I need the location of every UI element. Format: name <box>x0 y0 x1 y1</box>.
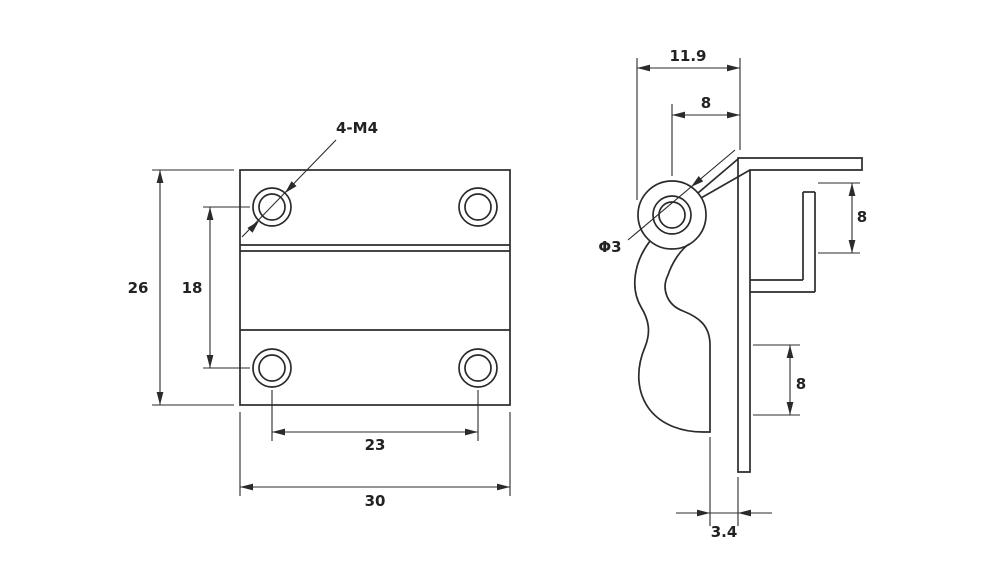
knuckle-connector-lower <box>700 169 751 199</box>
curled-leaf-profile <box>634 240 711 433</box>
label-dim-8-right: 8 <box>857 208 867 226</box>
side-view-dimensions <box>627 58 860 526</box>
label-dim-8-top: 8 <box>701 94 711 112</box>
side-view <box>634 157 863 473</box>
knuckle-connector-upper <box>697 158 739 194</box>
hole-top-left <box>252 187 292 227</box>
inner-flange <box>750 191 816 293</box>
hole-bottom-right-thread-circle <box>458 348 498 388</box>
leader-arrowheads <box>247 175 704 233</box>
hole-top-right <box>458 187 498 227</box>
leader-4m4-arrowhead-lower <box>247 221 259 233</box>
hole-bottom-left <box>252 348 292 388</box>
hole-top-left-thread-circle <box>252 187 292 227</box>
label-dim-18: 18 <box>182 279 203 297</box>
leader-phi3-arrowhead <box>691 175 704 187</box>
label-dim-119: 11.9 <box>669 47 706 65</box>
label-dim-34: 3.4 <box>711 523 738 541</box>
hole-bottom-left-bore-circle <box>258 354 286 382</box>
hole-bottom-right <box>458 348 498 388</box>
label-dim-26: 26 <box>128 279 149 297</box>
knuckle <box>637 180 707 250</box>
front-view-dimensions <box>152 139 511 496</box>
label-dim-23: 23 <box>365 436 386 454</box>
pin-hole-circle <box>658 201 686 229</box>
hole-bottom-left-thread-circle <box>252 348 292 388</box>
label-dim-30: 30 <box>365 492 386 510</box>
hole-top-right-thread-circle <box>458 187 498 227</box>
hole-top-left-bore-circle <box>258 193 286 221</box>
label-phi3: Φ3 <box>598 238 621 256</box>
hole-bottom-right-bore-circle <box>464 354 492 382</box>
knuckle-outer-circle <box>637 180 707 250</box>
label-thread-callout: 4-M4 <box>336 119 378 137</box>
dimension-labels: 4-M4 26 18 23 30 11.9 8 Φ3 8 8 3.4 <box>128 47 868 541</box>
front-view <box>239 169 511 406</box>
label-dim-8-lower: 8 <box>796 375 806 393</box>
leader-4m4-arrowhead-upper <box>285 181 297 193</box>
front-plate-outline <box>239 169 511 406</box>
knuckle-mid-circle <box>652 195 692 235</box>
side-plate-outline <box>737 157 863 473</box>
leader-phi3-line <box>627 149 736 241</box>
hole-top-right-bore-circle <box>464 193 492 221</box>
